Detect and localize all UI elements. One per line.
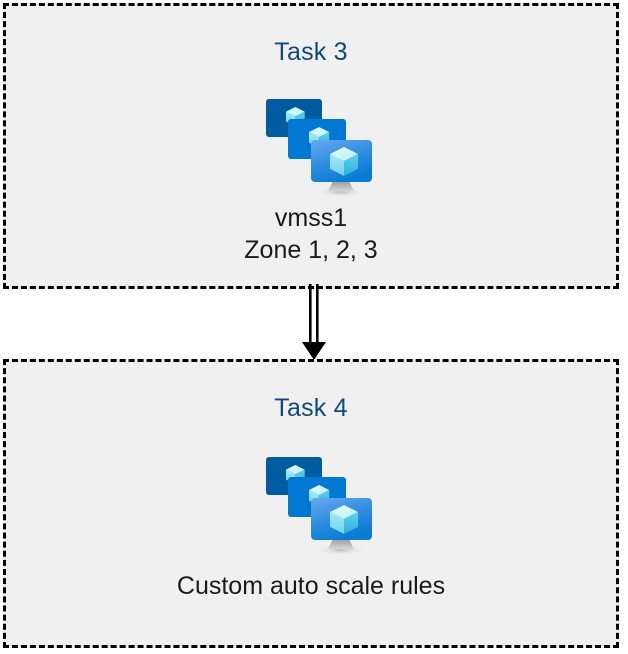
task-box-task-4: Task 4 (3, 359, 619, 648)
task-4-caption: Custom auto scale rules (6, 571, 616, 603)
azure-vm-scale-set-icon (265, 95, 375, 200)
task-3-caption: vmss1 Zone 1, 2, 3 (6, 203, 616, 266)
azure-vm-scale-set-icon (265, 453, 375, 558)
task-3-title: Task 3 (274, 38, 348, 66)
task-4-content: Task 4 (6, 362, 616, 645)
task-3-content: Task 3 (6, 6, 616, 286)
double-line-down-arrow (296, 284, 332, 362)
task-3-caption-line-1: vmss1 (274, 204, 348, 232)
task-4-caption-line-1: Custom auto scale rules (176, 572, 446, 600)
task-4-title: Task 4 (274, 394, 348, 422)
task-3-caption-line-2: Zone 1, 2, 3 (244, 235, 378, 264)
task-box-task-3: Task 3 (3, 3, 619, 289)
